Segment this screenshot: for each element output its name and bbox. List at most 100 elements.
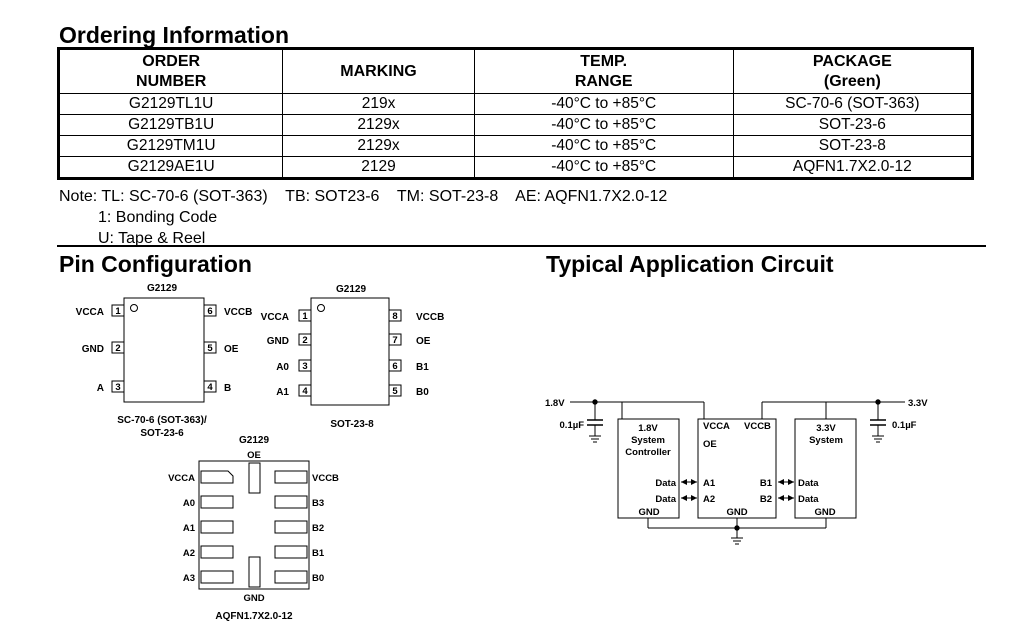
ic-pin-label: A1 — [703, 478, 716, 489]
sot238-caption: SOT-23-8 — [330, 419, 374, 430]
pin-label: A — [97, 383, 104, 394]
ic-pin-label: B2 — [760, 494, 772, 505]
ic-pin-label: B1 — [760, 478, 773, 489]
data-label: Data — [655, 478, 676, 489]
note-line: U: Tape & Reel — [98, 230, 206, 247]
ordering-title: Ordering Information — [59, 22, 289, 48]
pin-label: VCCB — [416, 312, 444, 323]
aqfn-part-label: G2129 — [239, 435, 269, 446]
marking: 2129x — [282, 135, 475, 157]
block-label: System — [631, 435, 665, 446]
ic-pin-label: OE — [703, 439, 717, 450]
gnd-label: GND — [638, 507, 659, 518]
pin-box — [298, 309, 312, 322]
pin-box — [203, 304, 217, 317]
pin-label: A1 — [276, 387, 289, 398]
pin1-marker-icon — [130, 304, 138, 312]
pin-box — [298, 333, 312, 346]
aqfn-pin-label: OE — [247, 450, 261, 461]
pin-label: OE — [416, 336, 431, 347]
application-circuit — [570, 399, 905, 545]
aqfn-pin-label: B2 — [312, 523, 324, 534]
pin-label: VCCB — [224, 307, 252, 318]
pin-box — [388, 384, 402, 397]
pin1-marker-icon — [317, 304, 325, 312]
cap-label: 0.1µF — [892, 420, 917, 431]
arrow-right-icon — [788, 495, 794, 501]
marking: 2129x — [282, 114, 475, 136]
pin-number: 5 — [392, 386, 398, 397]
pin-number: 6 — [207, 306, 212, 317]
ic-pin-label: A2 — [703, 494, 715, 505]
pin-label: B1 — [416, 362, 429, 373]
pin-config-title: Pin Configuration — [59, 251, 252, 277]
aqfn-pad — [248, 556, 261, 588]
aqfn-pad — [248, 462, 261, 494]
pin-number: 7 — [392, 335, 397, 346]
package: AQFN1.7X2.0-12 — [732, 156, 974, 179]
pin-label: VCCA — [261, 312, 289, 323]
sc70-caption: SC-70-6 (SOT-363)/ — [117, 415, 207, 426]
data-label: Data — [798, 494, 819, 505]
block-label: Controller — [625, 447, 671, 458]
temp-range: -40°C to +85°C — [473, 93, 734, 115]
aqfn-body — [198, 460, 310, 590]
voltage-label: 3.3V — [908, 398, 928, 409]
sc70-part-label: G2129 — [147, 283, 177, 294]
pin-number: 5 — [207, 343, 213, 354]
pin-number: 6 — [392, 361, 397, 372]
pin-box — [111, 380, 125, 393]
ic-pin-label: VCCA — [703, 421, 730, 432]
aqfn-pin-label: A0 — [183, 498, 195, 509]
arrow-left-icon — [681, 479, 687, 485]
aqfn-pin-label: GND — [243, 593, 264, 604]
arrow-left-icon — [681, 495, 687, 501]
pin-box — [388, 359, 402, 372]
data-label: Data — [798, 478, 819, 489]
aqfn-pad — [274, 495, 308, 509]
pin-number: 1 — [115, 306, 121, 317]
pin-number: 4 — [207, 382, 213, 393]
pin-box — [203, 341, 217, 354]
pin-label: VCCA — [76, 307, 104, 318]
sc70-package-diagram: G2129 1 VCCA 2 GND 3 A 6 VCCB 5 OE 4 B S… — [76, 283, 253, 439]
aqfn-pad — [200, 545, 234, 559]
aqfn-pad — [200, 570, 234, 584]
pin-number: 3 — [302, 361, 307, 372]
pin-number: 1 — [302, 311, 308, 322]
arrow-right-icon — [788, 479, 794, 485]
aqfn-pad — [200, 470, 234, 484]
marking: 2129 — [282, 156, 475, 179]
aqfn-caption: AQFN1.7X2.0-12 — [215, 611, 293, 622]
sot238-body — [310, 297, 390, 406]
cap-label: 0.1µF — [560, 420, 585, 431]
temp-range: -40°C to +85°C — [473, 114, 734, 136]
aqfn-pad — [274, 545, 308, 559]
arrow-left-icon — [778, 479, 784, 485]
aqfn-package-diagram: G2129 OE GND VCCA A0 A1 A2 A3 VCCB B3 B2… — [168, 435, 339, 622]
pin-label: B0 — [416, 387, 429, 398]
sot23-8-package-diagram: G2129 1 VCCA 2 GND 3 A0 4 A1 8 VCCB 7 OE… — [261, 284, 445, 430]
pin-box — [298, 359, 312, 372]
pin-box — [111, 341, 125, 354]
pin-number: 8 — [392, 311, 397, 322]
aqfn-pin-label: VCCA — [168, 473, 195, 484]
order-number: G2129TB1U — [57, 114, 284, 136]
aqfn-pin-label: B3 — [312, 498, 324, 509]
aqfn-pad — [200, 495, 234, 509]
table-row: G2129AE1U 2129 -40°C to +85°C AQFN1.7X2.… — [57, 156, 974, 179]
aqfn-pin-label: A2 — [183, 548, 195, 559]
pin-label: OE — [224, 344, 239, 355]
circuit-title: Typical Application Circuit — [546, 251, 834, 277]
arrow-right-icon — [691, 495, 697, 501]
pin-box — [111, 304, 125, 317]
pin-box — [388, 333, 402, 346]
circuit-arrowheads — [681, 479, 794, 501]
circuit-labels: 1.8V 3.3V 0.1µF 0.1µF 1.8V System Contro… — [545, 398, 928, 518]
gnd-label: GND — [814, 507, 835, 518]
order-number: G2129AE1U — [57, 156, 284, 179]
sot238-part-label: G2129 — [336, 284, 366, 295]
arrow-left-icon — [778, 495, 784, 501]
